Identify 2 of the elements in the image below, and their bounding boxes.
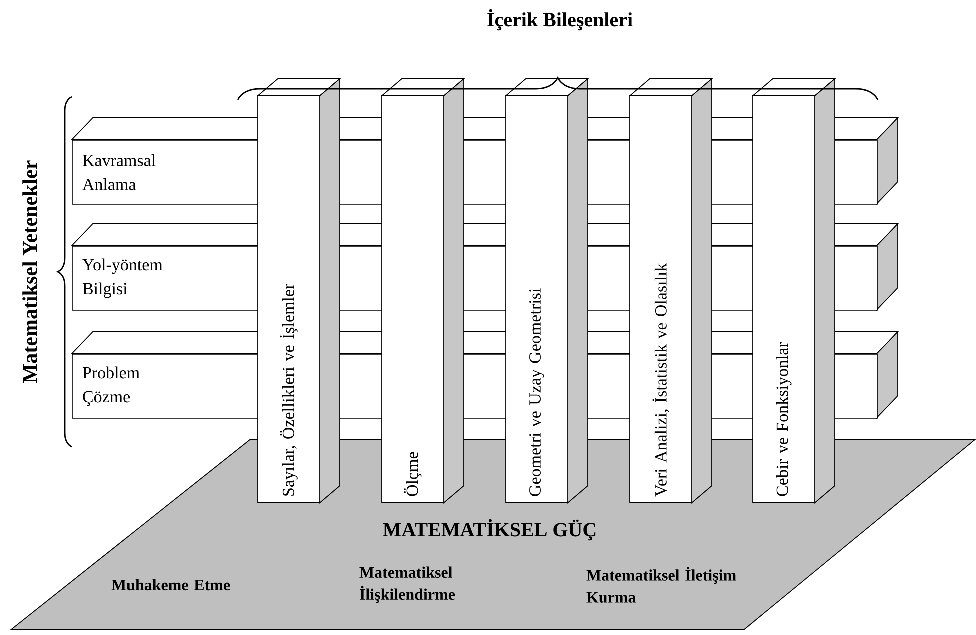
brace-label: Matematiksel Yetenekler [22, 160, 38, 384]
brace-label: İçerik Bileşenleri [488, 9, 633, 31]
